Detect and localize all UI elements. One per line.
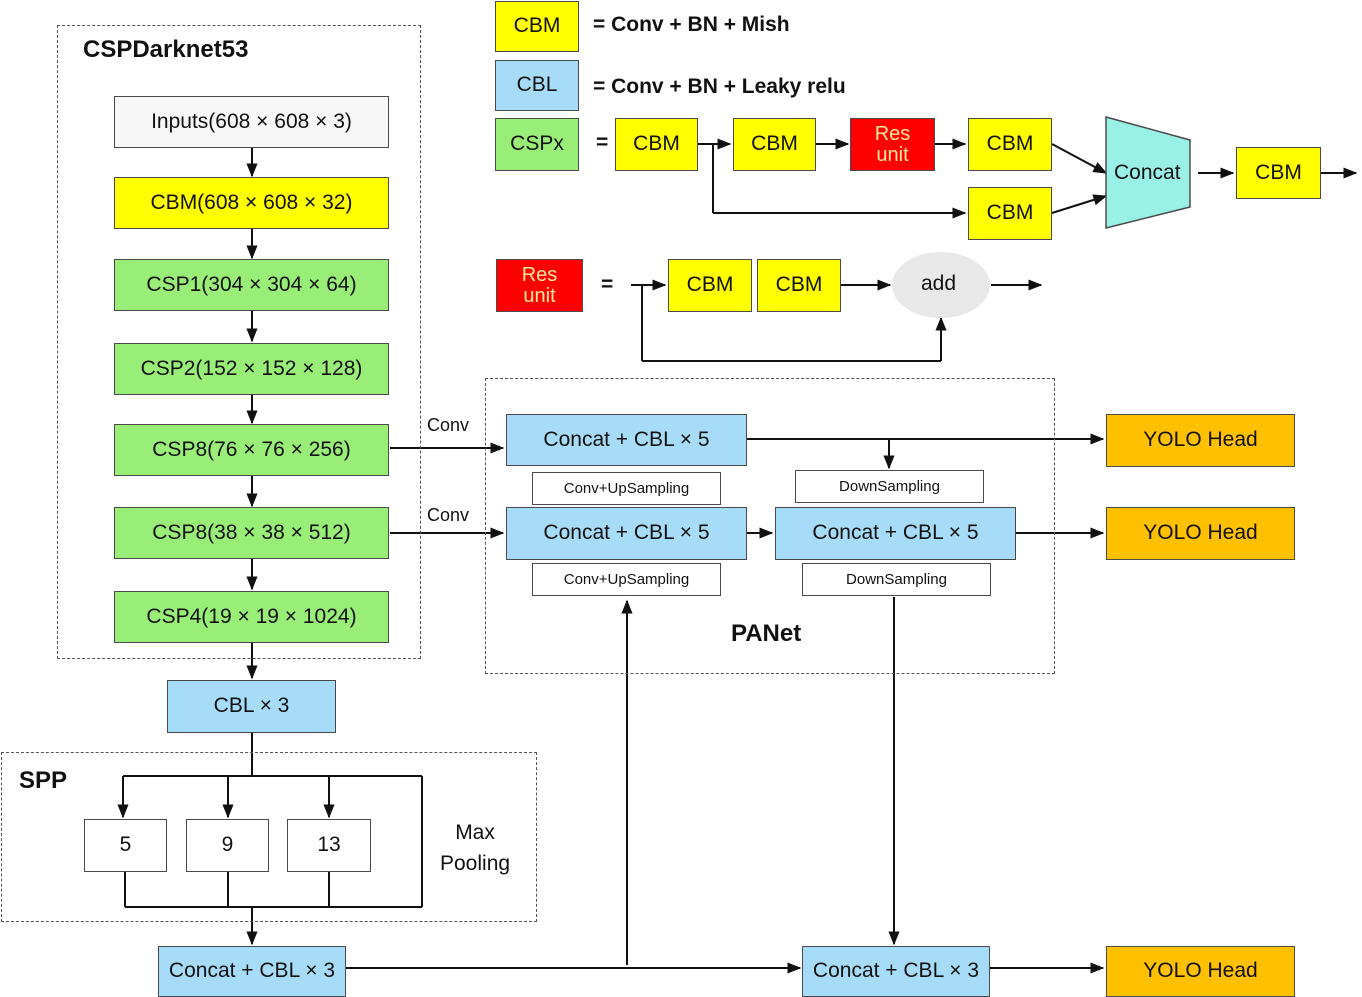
- concat-label: Concat: [1114, 161, 1181, 184]
- res-unit-line1: Res: [521, 263, 558, 286]
- bottom-concat-cbl3: Concat + CBL × 3: [802, 946, 990, 997]
- panet-frame: [485, 378, 1055, 674]
- panet-title: PANet: [731, 620, 802, 647]
- res-unit-cbm-2: CBM: [757, 259, 841, 312]
- legend-res-unit-equals: =: [601, 273, 614, 296]
- cspdarknet53-title: CSPDarknet53: [83, 36, 249, 63]
- cspx-cbm-2: CBM: [733, 118, 816, 171]
- panet-concat-cbl5-mid-left: Concat + CBL × 5: [506, 507, 747, 560]
- cspx-cbm-output: CBM: [1236, 147, 1321, 199]
- max-pooling-label: Max Pooling: [440, 817, 510, 879]
- backbone-csp1: CSP1(304 × 304 × 64): [114, 259, 389, 311]
- conv-label-upper: Conv: [427, 415, 470, 435]
- backbone-csp2: CSP2(152 × 152 × 128): [114, 343, 389, 395]
- cspdarknet53-frame: [57, 25, 421, 659]
- legend-cspx-equals: =: [596, 131, 609, 154]
- res-unit-line2: unit: [876, 143, 909, 166]
- maxpool-5: 5: [84, 819, 167, 872]
- add-label: add: [921, 272, 957, 295]
- res-unit-line1: Res: [874, 122, 911, 145]
- backbone-csp8-38: CSP8(38 × 38 × 512): [114, 507, 389, 559]
- backbone-inputs: Inputs(608 × 608 × 3): [114, 96, 389, 148]
- spp-title: SPP: [19, 767, 68, 794]
- cspx-cbm-4: CBM: [968, 187, 1052, 240]
- downsampling-top: DownSampling: [795, 470, 984, 503]
- spp-concat-cbl3: Concat + CBL × 3: [158, 946, 346, 997]
- legend-cbm-box: CBM: [495, 1, 579, 52]
- backbone-csp4: CSP4(19 × 19 × 1024): [114, 591, 389, 643]
- cspx-res-unit: Res unit: [850, 118, 935, 171]
- panet-concat-cbl5-top: Concat + CBL × 5: [506, 414, 747, 466]
- maxpool-9: 9: [186, 819, 269, 872]
- yolo-head-small: YOLO Head: [1106, 946, 1295, 997]
- cspx-cbm-1: CBM: [615, 118, 698, 171]
- backbone-cbm: CBM(608 × 608 × 32): [114, 177, 389, 229]
- legend-cbl-definition: = Conv + BN + Leaky relu: [593, 75, 846, 98]
- yolo-head-large: YOLO Head: [1106, 414, 1295, 467]
- conv-upsampling-top: Conv+UpSampling: [532, 472, 721, 505]
- spp-frame: [1, 752, 537, 922]
- legend-cbm-definition: = Conv + BN + Mish: [593, 13, 790, 36]
- res-unit-cbm-1: CBM: [668, 259, 752, 312]
- max-pooling-line2: Pooling: [440, 852, 511, 875]
- backbone-csp8-76: CSP8(76 × 76 × 256): [114, 424, 389, 476]
- legend-cbl-box: CBL: [495, 60, 579, 111]
- max-pooling-line1: Max: [455, 821, 495, 844]
- panet-concat-cbl5-mid-right: Concat + CBL × 5: [775, 507, 1016, 560]
- downsampling-bottom: DownSampling: [802, 563, 991, 596]
- neck-cbl3: CBL × 3: [167, 680, 336, 733]
- legend-cspx-box: CSPx: [495, 118, 579, 171]
- conv-upsampling-bottom: Conv+UpSampling: [532, 563, 721, 596]
- legend-res-unit-box: Res unit: [496, 259, 583, 312]
- yolo-head-medium: YOLO Head: [1106, 507, 1295, 560]
- maxpool-13: 13: [287, 819, 371, 872]
- cspx-cbm-3: CBM: [968, 118, 1052, 171]
- conv-label-lower: Conv: [427, 505, 470, 525]
- res-unit-line2: unit: [523, 284, 556, 307]
